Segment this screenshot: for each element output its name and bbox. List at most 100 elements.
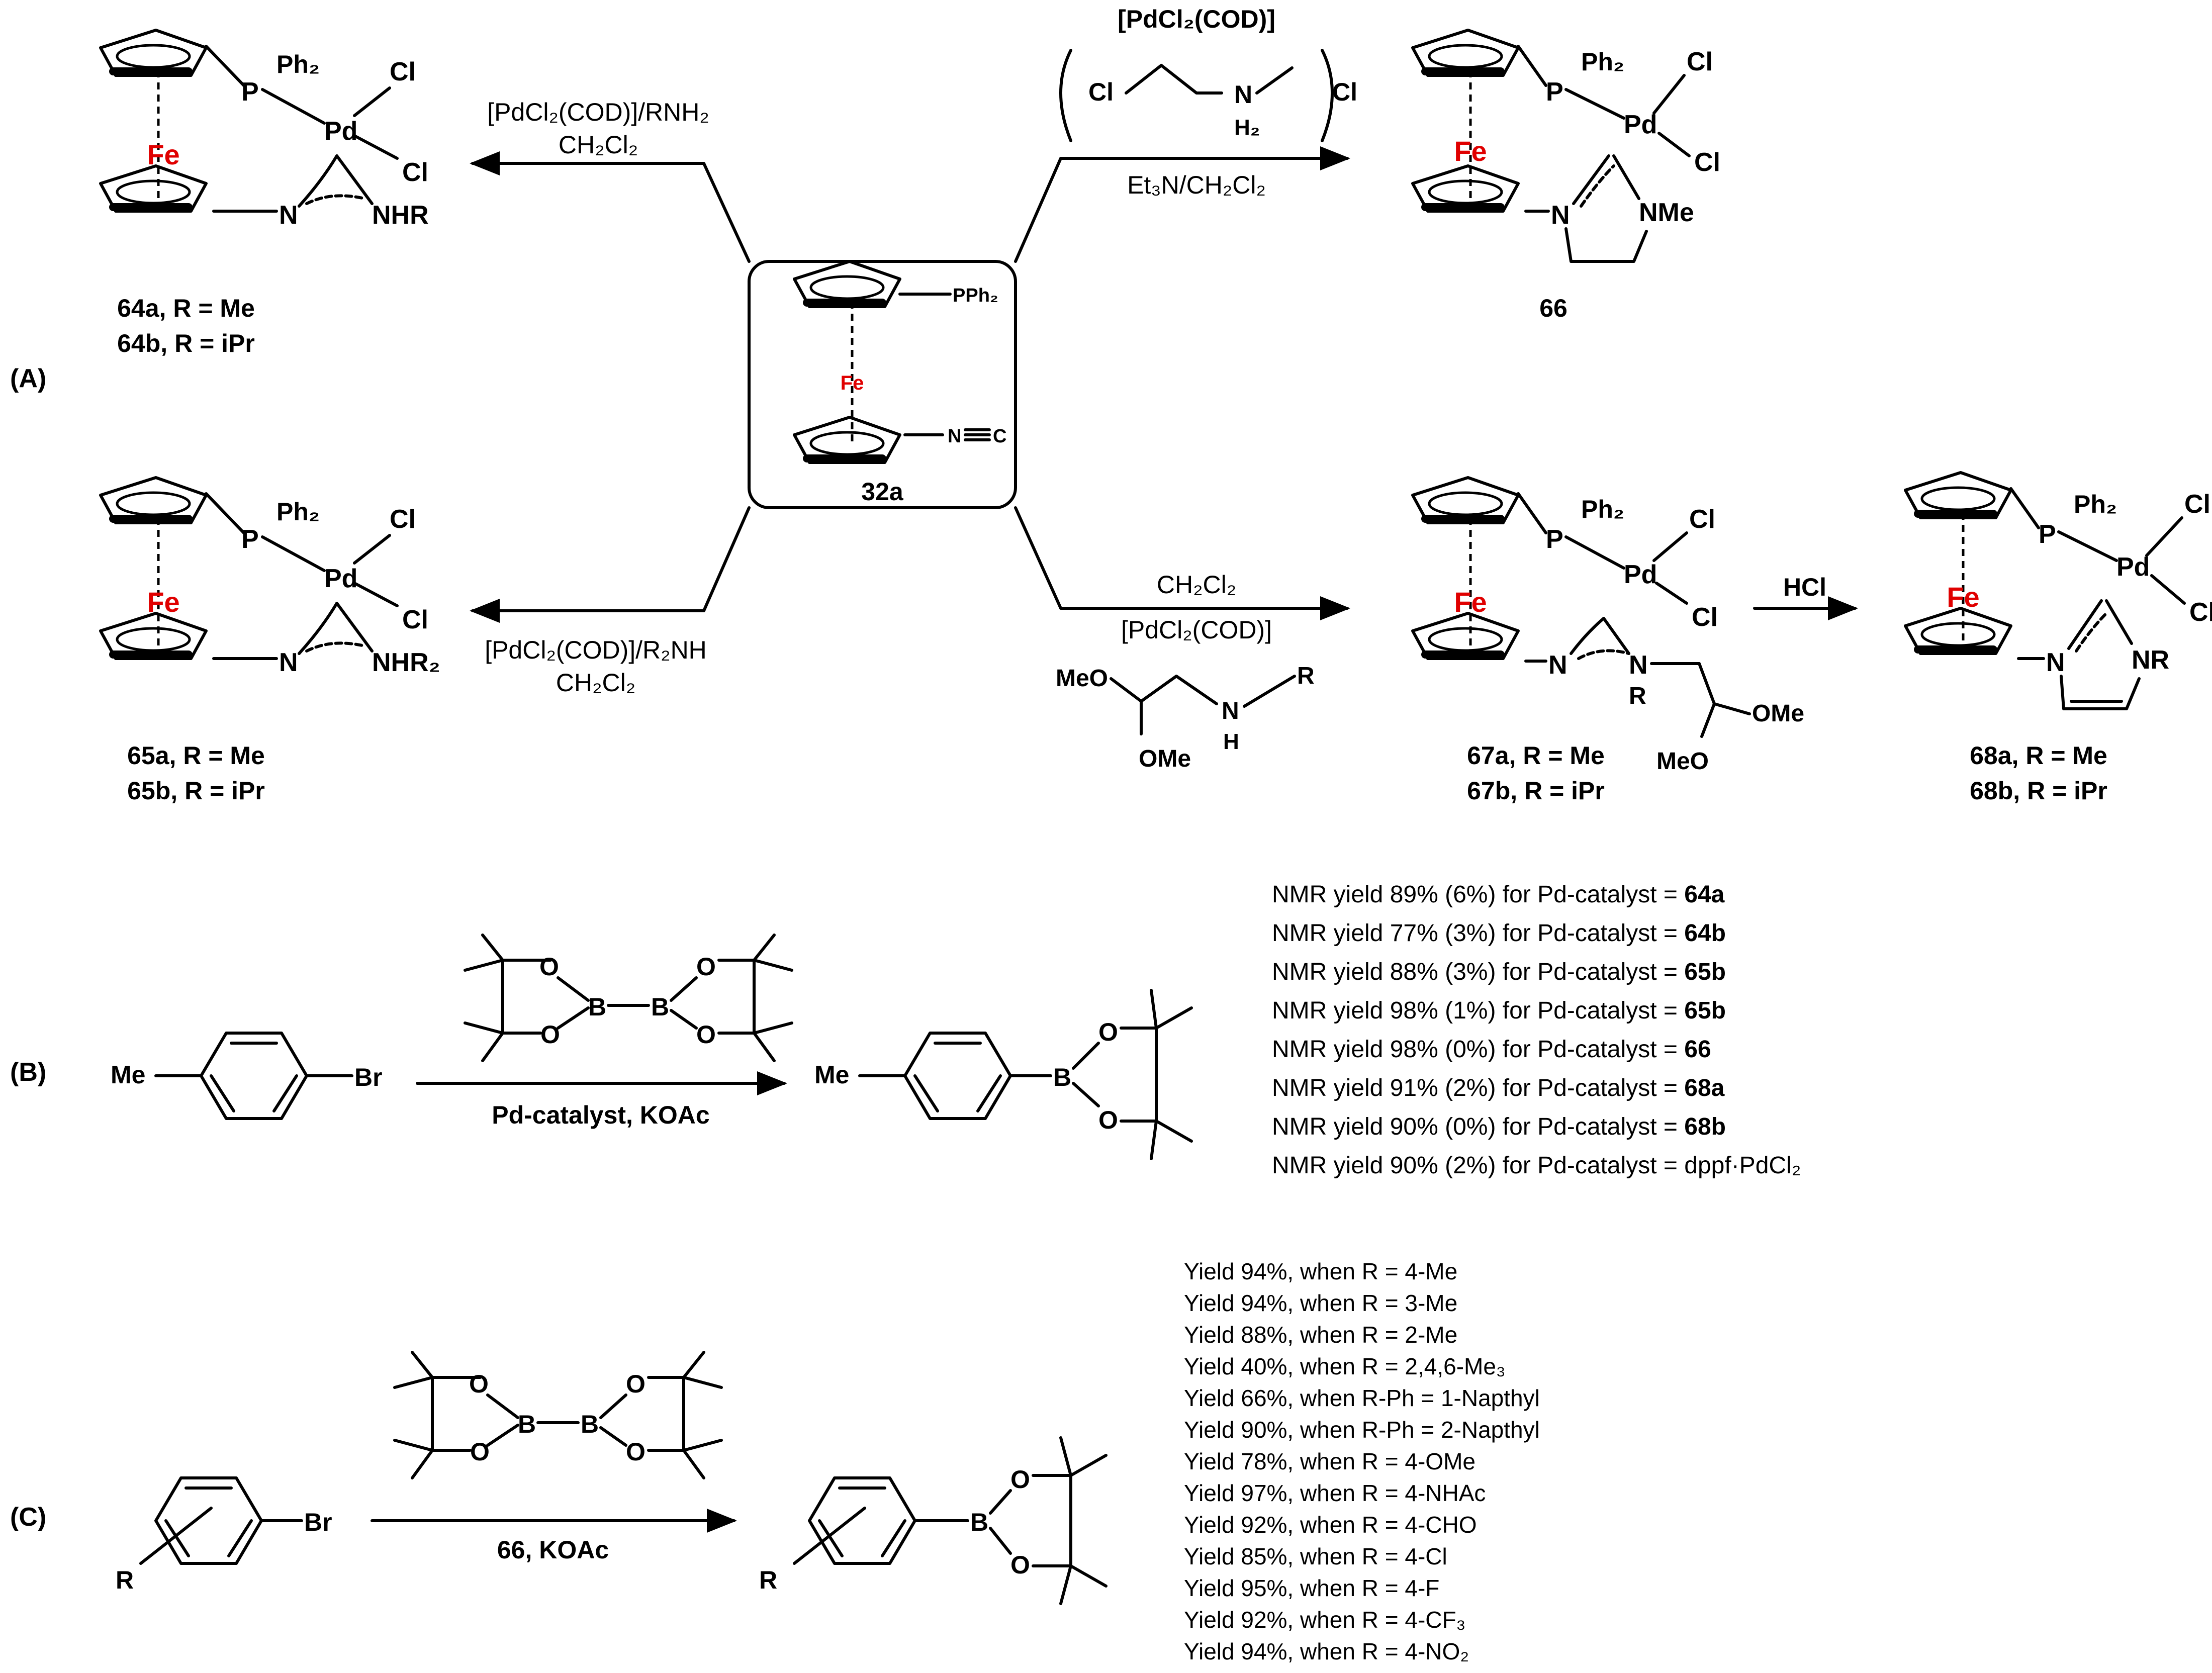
panel-b-result-catalyst: 68b [1684,1113,1726,1140]
svg-text:O: O [696,953,716,981]
svg-text:P: P [2039,520,2056,549]
reagent-65-line1: [PdCl₂(COD)]/R₂NH [485,636,707,664]
svg-text:Ph₂: Ph₂ [1581,495,1624,523]
tolyl-bpin-structure: Me B O O [814,989,1193,1160]
panel-c-result-line: Yield 94%, when R = 3-Me [1184,1290,1457,1316]
panel-b-result-catalyst: 64b [1684,920,1726,947]
svg-text:O: O [1098,1018,1118,1046]
svg-text:H: H [1223,729,1239,754]
svg-text:B: B [581,1410,599,1438]
reagent-64-line2: CH₂Cl₂ [559,131,638,159]
reagent-66-counterion: Cl [1332,78,1357,106]
panel-b-conditions: Pd-catalyst, KOAc [492,1101,709,1129]
compound-67-structure: Fe P Ph₂ Pd Cl Cl N N R OMe MeO [1413,478,1804,775]
panel-b-result-line: NMR yield 77% (3%) for Pd-catalyst = 64b [1272,920,1726,947]
svg-text:P: P [1546,77,1563,107]
svg-text:NHR₂: NHR₂ [372,648,440,677]
svg-text:O: O [626,1438,646,1466]
compound-68a-label: 68a, R = Me [1970,741,2107,770]
svg-text:Cl: Cl [1088,78,1114,106]
svg-text:N: N [1629,650,1648,680]
b2pin2-structure-b: O O B B O O [464,934,793,1062]
svg-text:O: O [470,1438,490,1466]
reagent-66-top: [PdCl₂(COD)] [1118,5,1275,33]
panel-b-result-line: NMR yield 88% (3%) for Pd-catalyst = 65b [1272,959,1726,985]
svg-text:Pd: Pd [1624,560,1657,589]
compound-32a-label: 32a [861,478,904,506]
svg-text:P: P [241,77,259,107]
svg-text:B: B [588,993,606,1021]
svg-text:Fe: Fe [147,139,179,170]
compound-32a-structure: Fe PPh₂ N C [794,261,1006,462]
svg-text:Fe: Fe [1947,581,1979,613]
svg-text:R: R [759,1566,777,1594]
svg-text:N: N [279,648,298,677]
svg-text:Cl: Cl [1689,505,1715,534]
svg-text:N: N [1548,650,1568,680]
svg-text:R: R [116,1566,134,1594]
panel-c-result-line: Yield 92%, when R = 4-CHO [1184,1512,1477,1538]
svg-text:O: O [696,1020,716,1049]
panel-b-result-line: NMR yield 90% (2%) for Pd-catalyst = dpp… [1272,1152,1801,1179]
panel-b-result-catalyst: 65b [1684,959,1726,985]
svg-text:Pd: Pd [324,117,357,146]
compound-68b-label: 68b, R = iPr [1970,777,2107,805]
svg-text:Pd: Pd [2116,552,2150,582]
compound-64a-label: 64a, R = Me [117,294,255,322]
svg-text:N: N [279,201,298,230]
svg-text:Ph₂: Ph₂ [1581,48,1624,76]
panel-c-result-line: Yield 94%, when R = 4-NO₂ [1184,1638,1469,1664]
svg-text:NR: NR [2132,645,2169,675]
compound-64b-label: 64b, R = iPr [117,329,255,357]
panel-b-result-catalyst: 64a [1684,881,1724,908]
svg-text:B: B [651,993,669,1021]
svg-text:B: B [518,1410,536,1438]
svg-text:Cl: Cl [390,57,416,86]
compound-68-structure: Fe P Ph₂ Pd Cl Cl N NR [1905,473,2212,710]
svg-text:B: B [1053,1063,1071,1091]
panel-c-result-line: Yield 90%, when R-Ph = 2-Napthyl [1184,1417,1540,1443]
reagent-65-line2: CH₂Cl₂ [556,669,635,697]
reagent-64-line1: [PdCl₂(COD)]/RNH₂ [487,98,709,126]
svg-text:Cl: Cl [1694,148,1720,177]
svg-text:N: N [2046,648,2065,677]
svg-text:N: N [1222,698,1239,724]
compound-65a-label: 65a, R = Me [127,741,265,770]
panel-c-result-line: Yield 97%, when R = 4-NHAc [1184,1480,1486,1506]
svg-text:O: O [626,1370,646,1398]
svg-text:Cl: Cl [2184,490,2210,519]
aryl-bpin-structure: R B O O [759,1436,1108,1605]
panel-c-result-line: Yield 78%, when R = 4-OMe [1184,1448,1476,1474]
compound-66-label: 66 [1539,294,1568,322]
svg-text:PPh₂: PPh₂ [953,285,998,306]
svg-text:Fe: Fe [1454,135,1487,167]
svg-text:OMe: OMe [1752,700,1804,727]
svg-text:Cl: Cl [402,605,428,634]
svg-text:C: C [993,426,1006,447]
panel-b-result-catalyst: 66 [1684,1036,1711,1063]
svg-text:B: B [970,1508,988,1536]
svg-text:Cl: Cl [402,158,428,187]
panel-b-result-line: NMR yield 90% (0%) for Pd-catalyst = 68b [1272,1113,1726,1140]
compound-32a-box [748,260,1017,509]
svg-text:Br: Br [354,1063,383,1091]
panel-c-result-line: Yield 40%, when R = 2,4,6-Me₃ [1184,1353,1506,1379]
panel-b-result-catalyst: 65b [1684,997,1726,1024]
panel-a-label: (A) [10,364,46,393]
reagent-67-line2: [PdCl₂(COD)] [1121,616,1272,644]
svg-text:Ph₂: Ph₂ [276,498,320,526]
svg-text:OMe: OMe [1139,746,1191,772]
panel-b-result-line: NMR yield 89% (6%) for Pd-catalyst = 64a [1272,881,1725,908]
panel-c-result-line: Yield 66%, when R-Ph = 1-Napthyl [1184,1385,1540,1411]
reagent-67-line1: CH₂Cl₂ [1157,571,1236,599]
compound-67b-label: 67b, R = iPr [1467,777,1605,805]
panel-c-result-line: Yield 95%, when R = 4-F [1184,1575,1439,1601]
panel-b-label: (B) [10,1058,46,1087]
panel-c-result-line: Yield 85%, when R = 4-Cl [1184,1543,1447,1569]
svg-text:Cl: Cl [2189,598,2212,627]
svg-text:O: O [539,953,559,981]
svg-text:O: O [540,1020,560,1049]
compound-66-structure: Fe P Ph₂ Pd Cl Cl N NMe [1413,30,1720,263]
svg-text:Pd: Pd [324,564,357,593]
